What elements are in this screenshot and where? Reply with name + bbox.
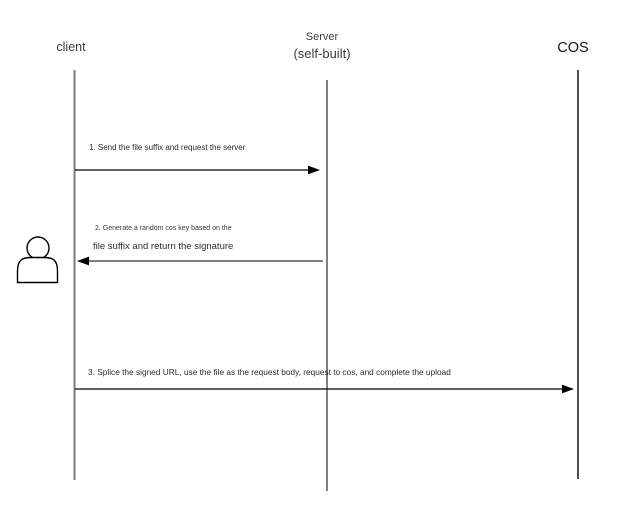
message-3-label: 3. Splice the signed URL, use the file a…: [88, 367, 451, 377]
person-icon: [16, 236, 59, 284]
message-3-arrow: [75, 384, 574, 394]
message-1-label: 1. Send the file suffix and request the …: [89, 143, 246, 152]
message-1-arrow: [75, 165, 320, 175]
message-2-label-line1: 2. Generate a random cos key based on th…: [95, 225, 232, 232]
actor-label-server-sublabel: (self-built): [293, 45, 351, 61]
message-2-arrow: [77, 256, 323, 266]
actor-label-server: Server (self-built): [262, 31, 382, 62]
actor-label-client: client: [56, 40, 86, 54]
actor-label-server-name: Server: [305, 31, 339, 43]
message-2-label-line2: file suffix and return the signature: [93, 241, 234, 252]
actor-label-cos: COS: [557, 40, 589, 56]
